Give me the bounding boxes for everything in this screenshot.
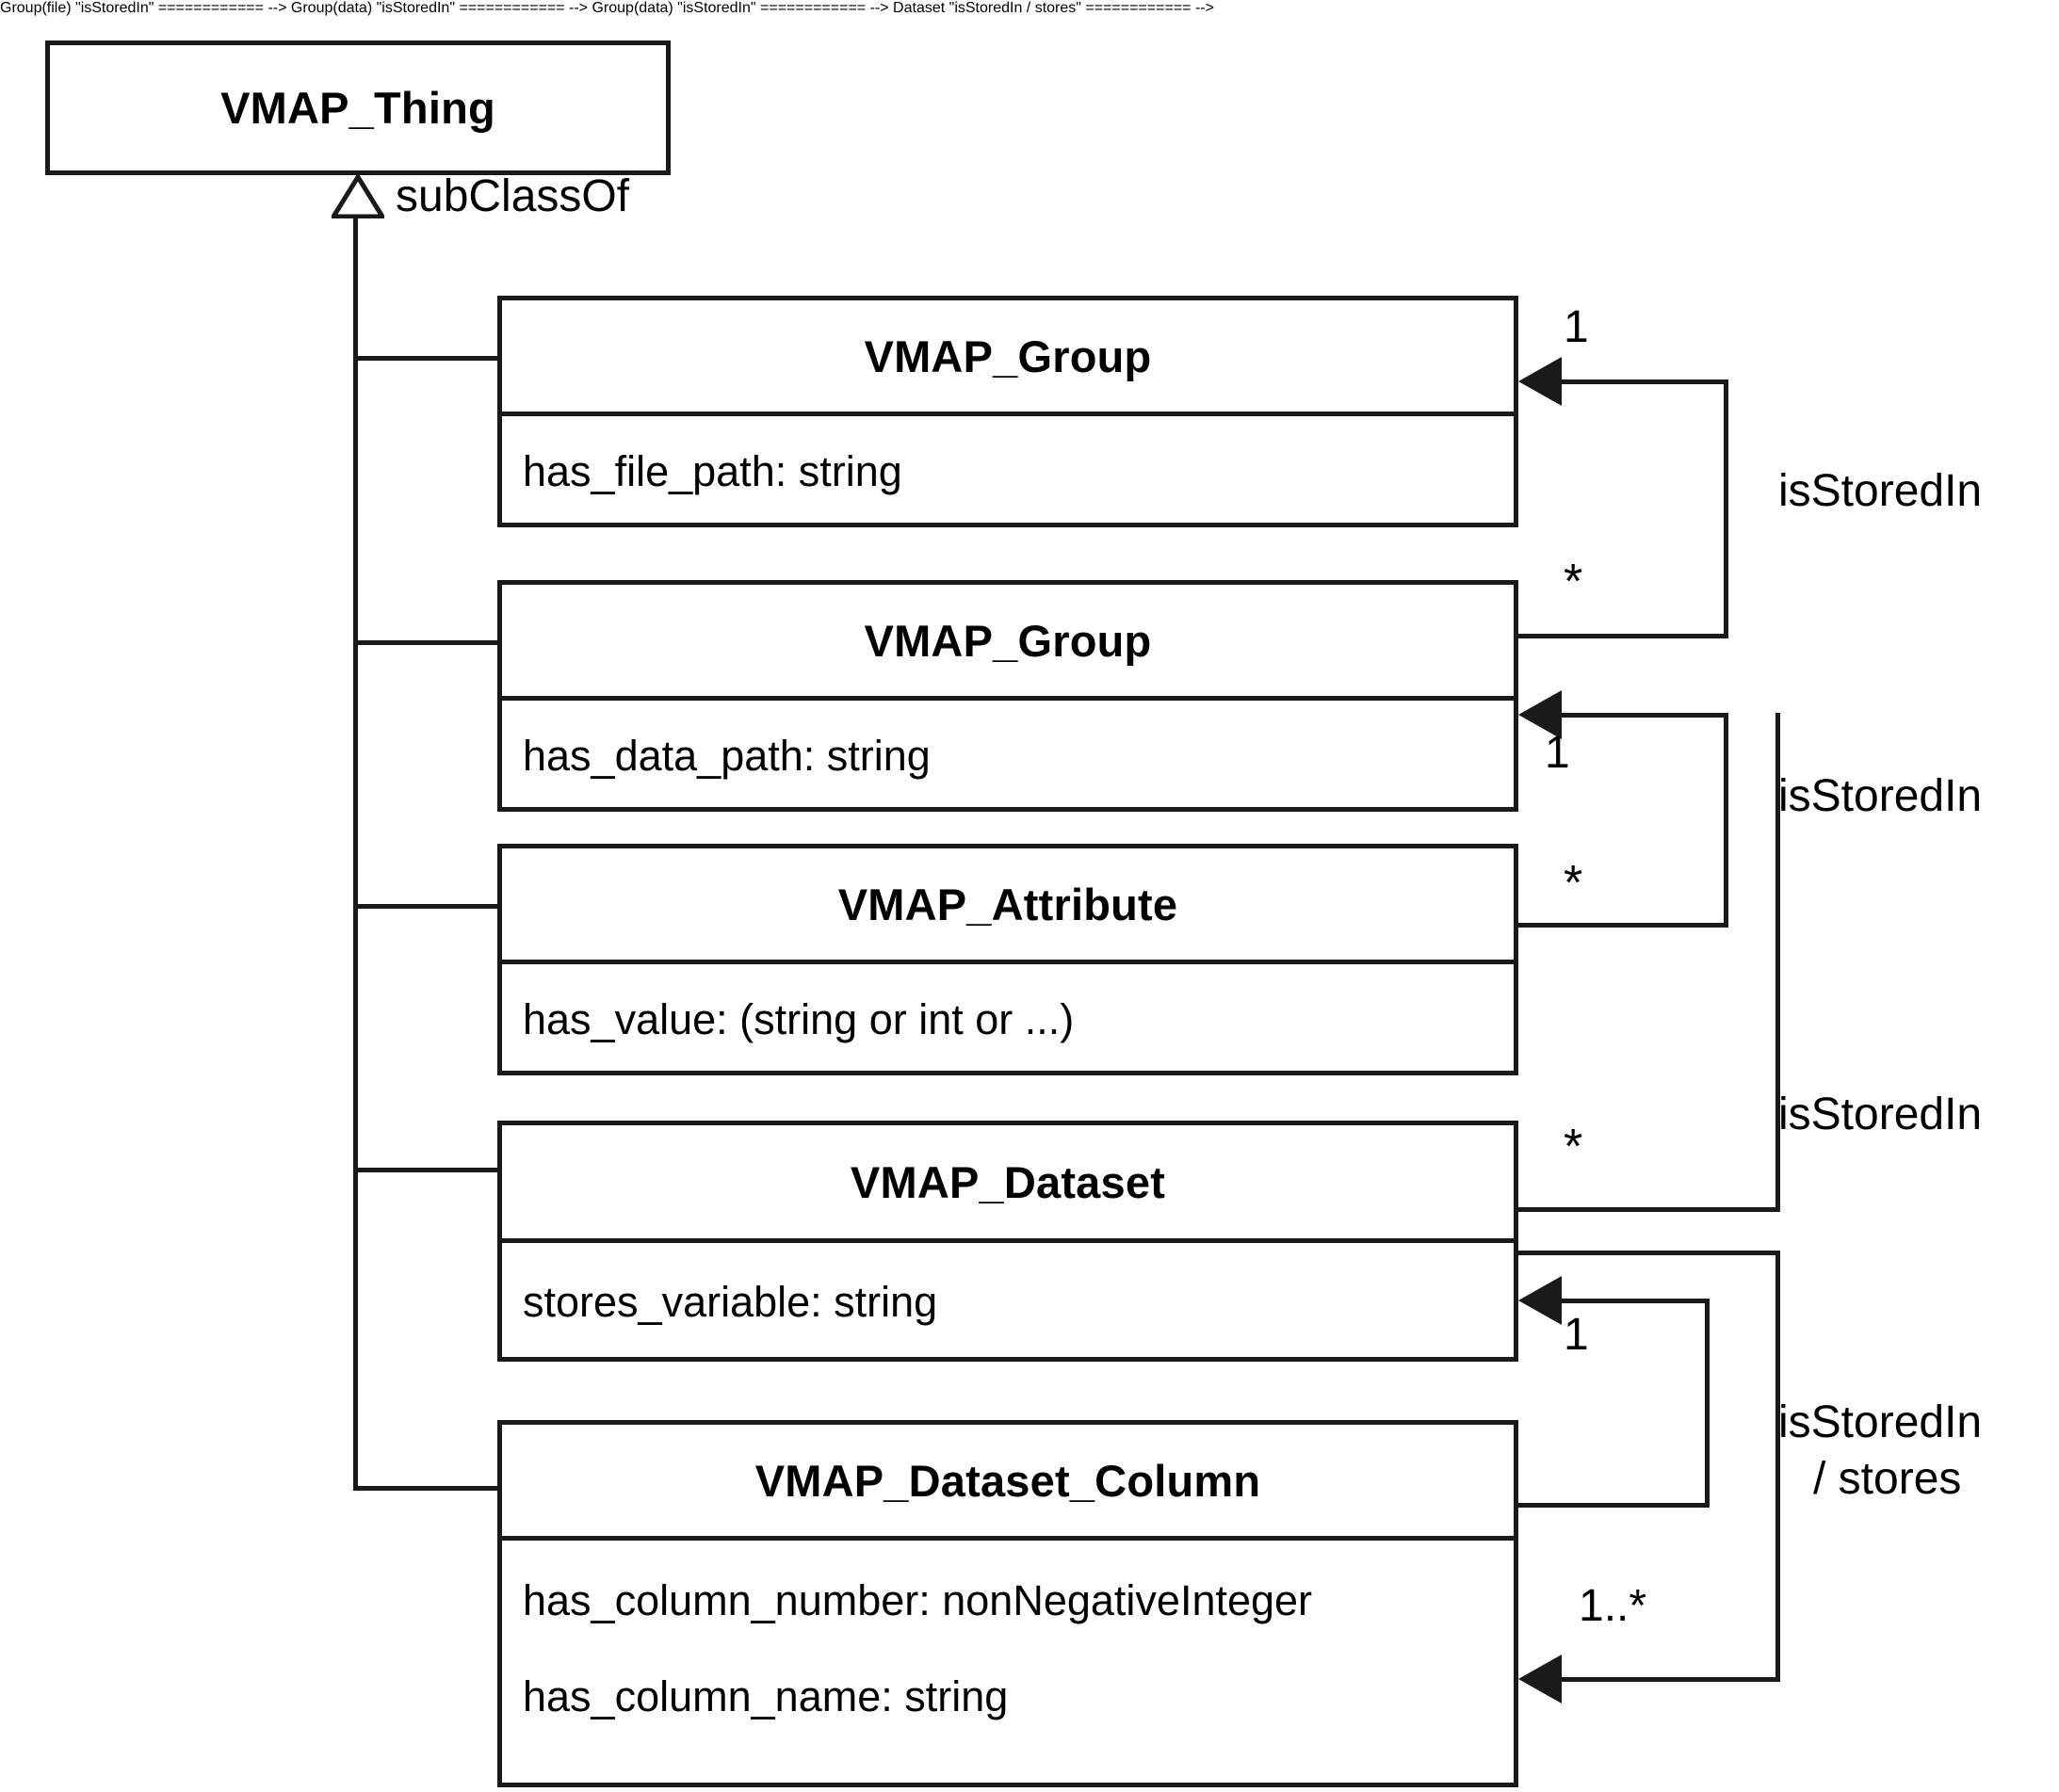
attribute-has-file-path: has_file_path: string <box>523 447 902 496</box>
generalization-branch-1 <box>353 356 499 361</box>
assoc-2-label: isStoredIn <box>1778 771 1983 821</box>
assoc-2-arrowhead-icon <box>1518 690 1562 739</box>
assoc-3-label: isStoredIn <box>1778 1090 1983 1139</box>
attributes-vmap-dataset-column: has_column_number: nonNegativeInteger ha… <box>502 1536 1514 1783</box>
generalization-spine <box>353 215 358 1490</box>
class-name-vmap-dataset-column: VMAP_Dataset_Column <box>754 1455 1261 1506</box>
attribute-has-value: has_value: (string or int or ...) <box>523 995 1075 1044</box>
class-name-vmap-group-data: VMAP_Group <box>864 615 1152 666</box>
assoc-4-arrowhead-top-icon <box>1518 1276 1562 1325</box>
assoc-4-line-lower-top <box>1518 1251 1780 1255</box>
assoc-1-multiplicity-source: * <box>1564 555 1583 609</box>
attribute-stores-variable: stores_variable: string <box>523 1278 938 1327</box>
generalization-label: subClassOf <box>396 171 630 221</box>
class-box-vmap-group-file[interactable]: VMAP_Group has_file_path: string <box>497 296 1518 527</box>
attributes-vmap-dataset: stores_variable: string <box>502 1238 1514 1357</box>
assoc-1-multiplicity-target: 1 <box>1564 302 1589 352</box>
assoc-4-line-lower-bottom <box>1559 1677 1780 1682</box>
generalization-branch-2 <box>353 640 499 645</box>
class-box-vmap-dataset[interactable]: VMAP_Dataset stores_variable: string <box>497 1121 1518 1362</box>
assoc-1-line-bottom <box>1518 634 1728 638</box>
assoc-1-line-right <box>1724 379 1728 638</box>
attributes-vmap-attribute: has_value: (string or int or ...) <box>502 960 1514 1071</box>
assoc-3-multiplicity-source: * <box>1564 1120 1583 1174</box>
class-box-vmap-dataset-column[interactable]: VMAP_Dataset_Column has_column_number: n… <box>497 1420 1518 1787</box>
attributes-vmap-group-file: has_file_path: string <box>502 412 1514 523</box>
assoc-4-line-upper <box>1559 1299 1710 1303</box>
class-box-vmap-group-data[interactable]: VMAP_Group has_data_path: string <box>497 580 1518 812</box>
assoc-4-label-line1: isStoredIn <box>1778 1397 1983 1447</box>
generalization-branch-3 <box>353 904 499 909</box>
assoc-2-line-right <box>1724 713 1728 928</box>
class-name-vmap-attribute: VMAP_Attribute <box>837 879 1178 929</box>
assoc-4-arrowhead-bottom-icon <box>1518 1655 1562 1703</box>
assoc-1-label: isStoredIn <box>1778 466 1983 516</box>
attribute-has-column-name: has_column_name: string <box>523 1671 1009 1720</box>
attributes-vmap-group-data: has_data_path: string <box>502 696 1514 807</box>
generalization-branch-5 <box>353 1486 499 1491</box>
class-name-vmap-group-file: VMAP_Group <box>864 331 1152 381</box>
class-box-vmap-attribute[interactable]: VMAP_Attribute has_value: (string or int… <box>497 844 1518 1075</box>
assoc-1-line-top <box>1559 379 1728 384</box>
class-box-vmap-thing[interactable]: VMAP_Thing <box>45 40 671 175</box>
assoc-2-multiplicity-source: * <box>1564 856 1583 911</box>
assoc-2-multiplicity-target: 1 <box>1545 728 1570 778</box>
generalization-triangle-icon <box>329 172 387 223</box>
class-name-vmap-thing: VMAP_Thing <box>220 83 495 133</box>
attribute-has-data-path: has_data_path: string <box>523 732 931 781</box>
assoc-2-line-top <box>1559 713 1728 718</box>
assoc-4-multiplicity-source: 1..* <box>1579 1581 1647 1631</box>
class-name-vmap-dataset: VMAP_Dataset <box>850 1156 1166 1207</box>
assoc-2-line-bottom <box>1518 923 1728 928</box>
assoc-4-line-lower-right <box>1775 1251 1780 1682</box>
assoc-4-line-upper-bottom <box>1518 1503 1710 1508</box>
assoc-3-line-bottom <box>1518 1207 1780 1212</box>
generalization-branch-4 <box>353 1168 499 1172</box>
assoc-4-multiplicity-target: 1 <box>1564 1310 1589 1360</box>
assoc-3-line-right <box>1775 713 1780 1212</box>
assoc-4-line-upper-right <box>1705 1299 1710 1508</box>
assoc-1-arrowhead-icon <box>1518 357 1562 406</box>
assoc-4-label-line2: / stores <box>1813 1454 1962 1504</box>
attribute-has-column-number: has_column_number: nonNegativeInteger <box>523 1576 1313 1624</box>
